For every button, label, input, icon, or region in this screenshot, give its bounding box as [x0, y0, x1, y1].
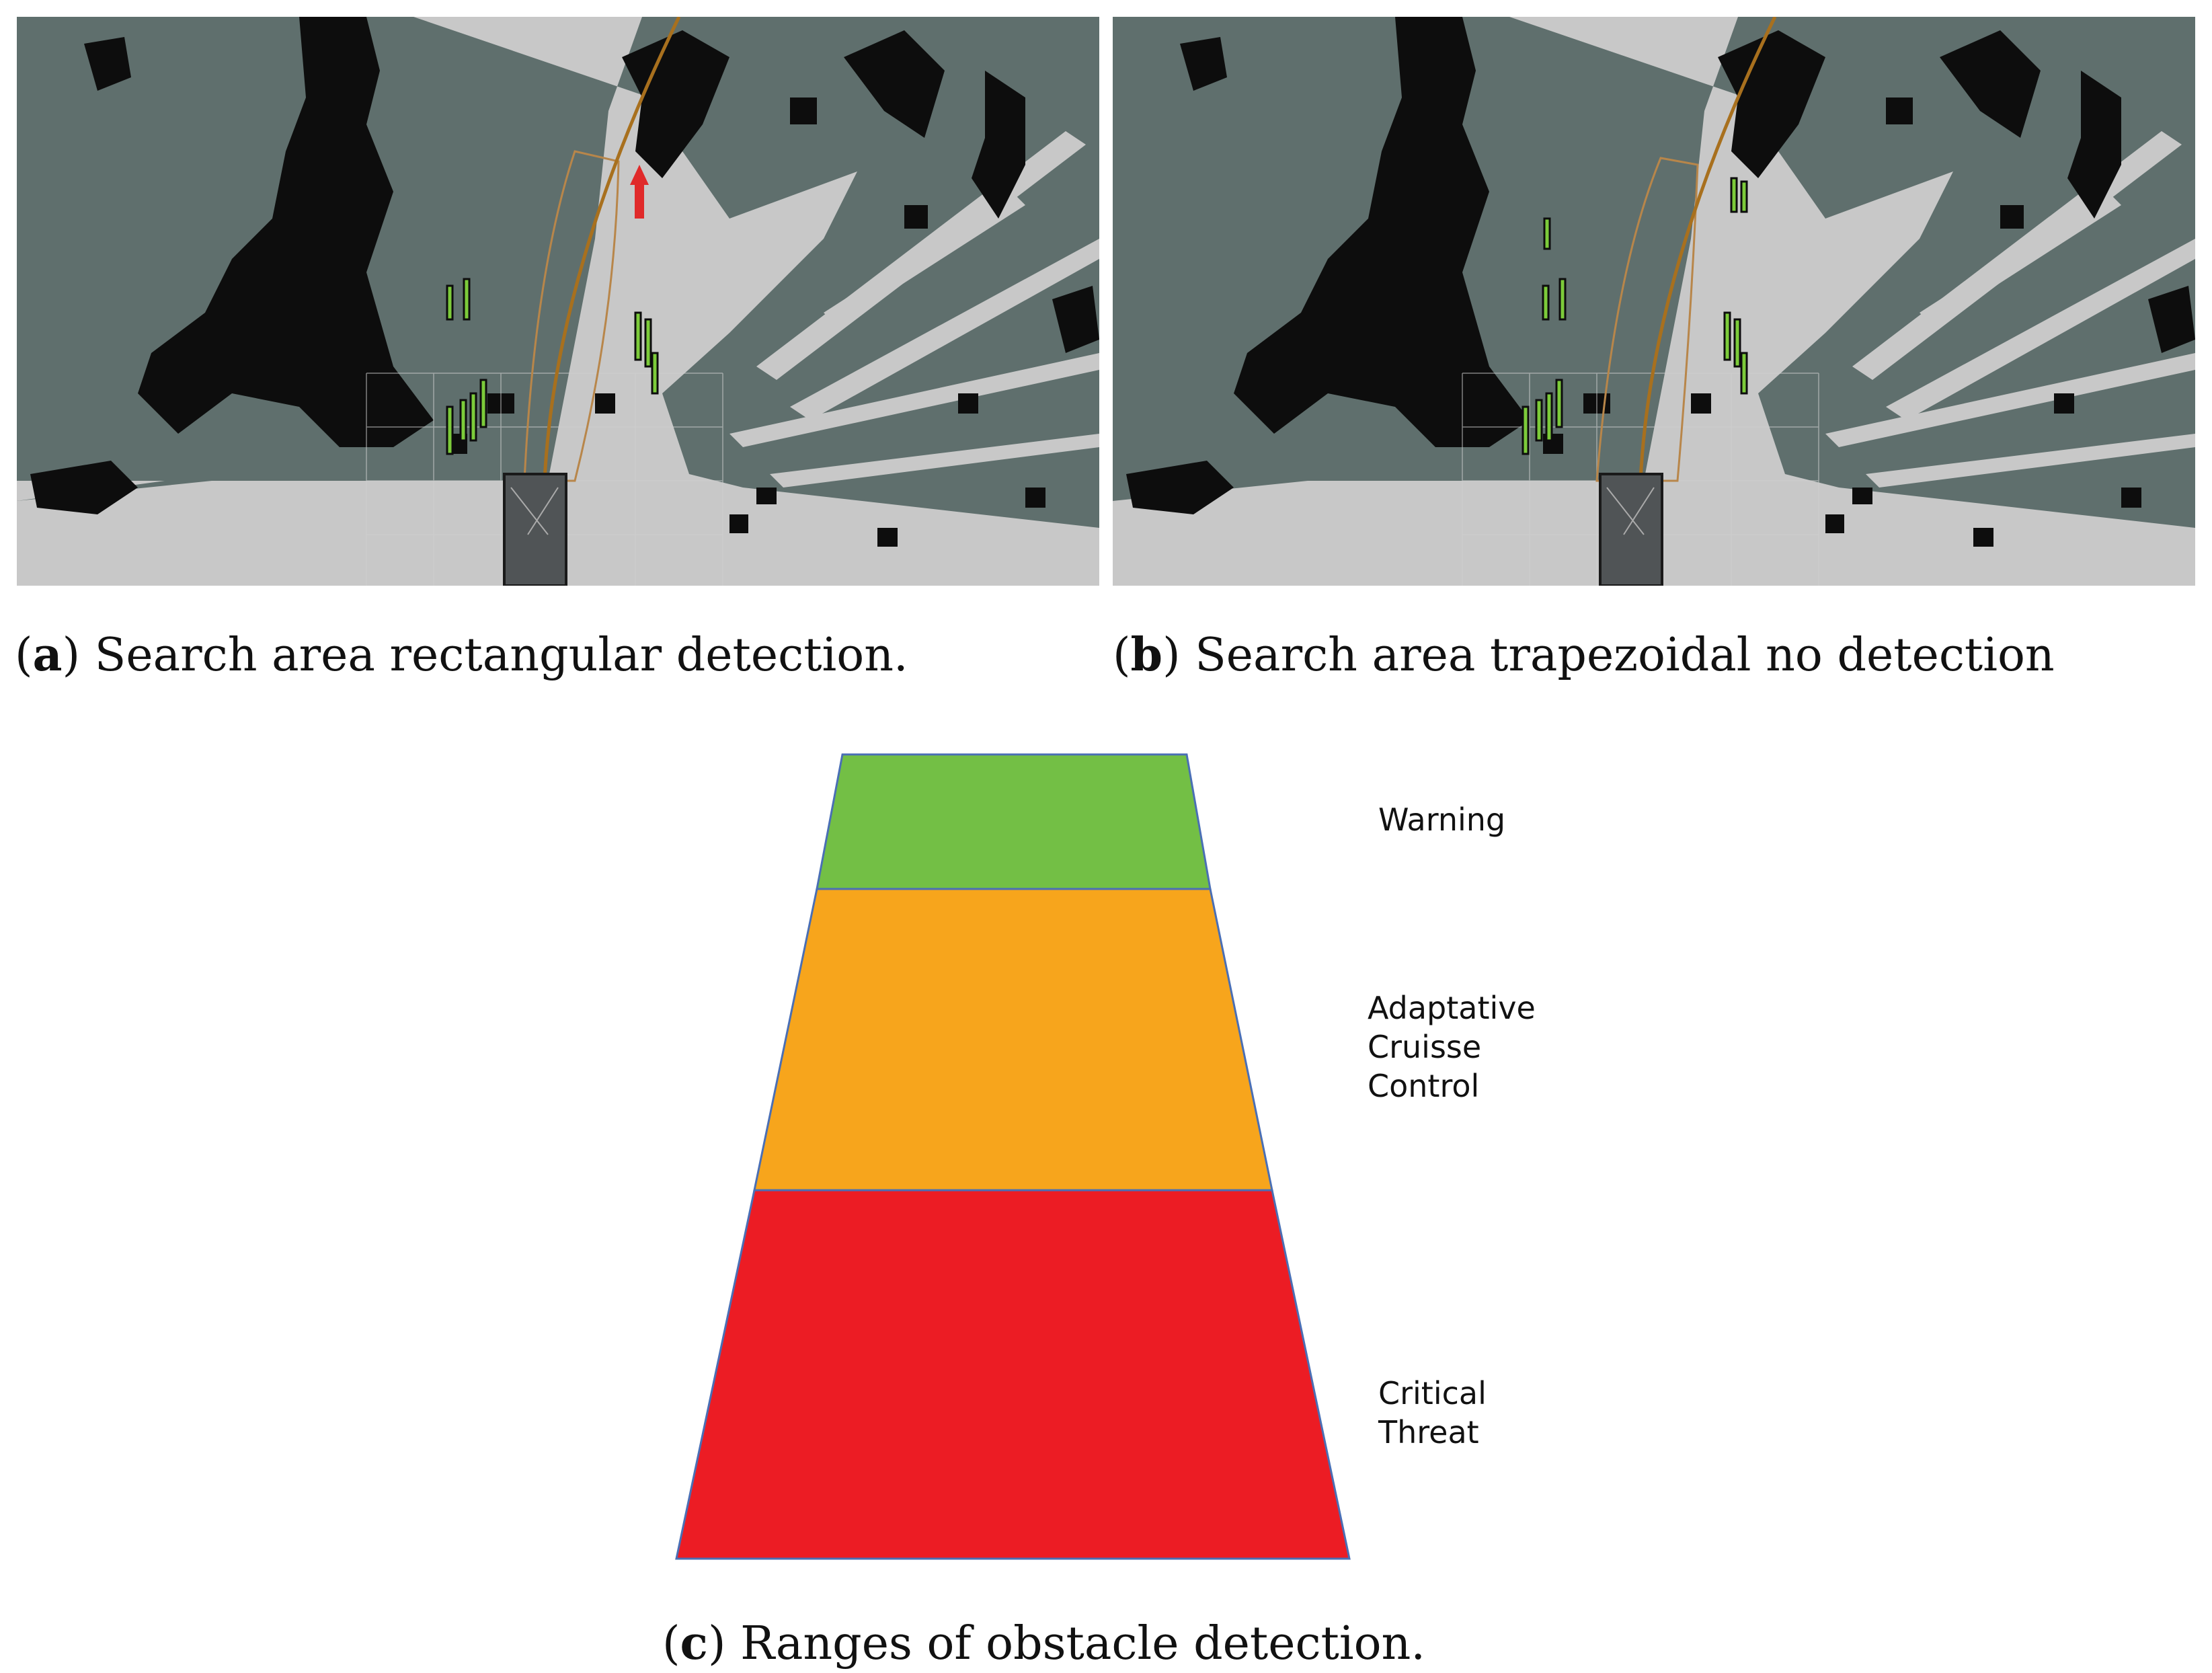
- search-area-trapezoidal: [1595, 157, 1699, 482]
- label-acc-line-3: Control: [1368, 1068, 1480, 1104]
- label-acc-line-1: Adaptative: [1368, 990, 1536, 1026]
- label-acc-line-2: Cruisse: [1368, 1029, 1482, 1065]
- caption-a-text: Search area rectangular detection.: [80, 629, 908, 682]
- vehicle-a: [503, 473, 567, 586]
- occupancy-grid-a: [17, 17, 1099, 586]
- occupancy-grid-b: [1113, 17, 2195, 586]
- zone-critical-threat: [675, 1189, 1351, 1560]
- obstacle-markers-b: [1522, 177, 1748, 455]
- caption-c: (c) Ranges of obstacle detection.: [662, 1617, 1425, 1670]
- vehicle-b: [1599, 473, 1663, 586]
- label-adaptive-cruise-control: Adaptative Cruisse Control: [1368, 988, 1536, 1105]
- panel-a-map-view: [17, 17, 1099, 586]
- detected-obstacle-marker: [630, 165, 649, 219]
- caption-b-letter: b: [1130, 628, 1163, 682]
- label-ct-line-1: Critical: [1378, 1375, 1487, 1411]
- label-critical-threat: Critical Threat: [1378, 1374, 1487, 1452]
- zone-adaptive-cruise-control: [753, 888, 1273, 1192]
- trajectory-line: [1638, 17, 1777, 481]
- obstacles-b: [1126, 17, 2195, 547]
- label-warning-text: Warning: [1378, 802, 1506, 838]
- panel-b-map-view: [1113, 17, 2195, 586]
- caption-c-letter: c: [680, 1617, 708, 1670]
- caption-a: (a) Search area rectangular detection.: [15, 628, 908, 682]
- caption-b: (b) Search area trapezoidal no detection: [1113, 628, 2055, 682]
- caption-a-letter: a: [32, 628, 63, 682]
- label-ct-line-2: Threat: [1378, 1414, 1479, 1450]
- zone-warning: [816, 753, 1212, 890]
- obstacle-markers-a: [446, 278, 659, 455]
- search-area-rectangular: [523, 150, 620, 482]
- label-warning: Warning: [1378, 800, 1505, 839]
- detection-ranges-diagram: [675, 753, 1351, 1560]
- caption-b-text: Search area trapezoidal no detection: [1180, 629, 2055, 682]
- obstacles-a: [30, 17, 1099, 547]
- trajectory-line: [543, 17, 681, 481]
